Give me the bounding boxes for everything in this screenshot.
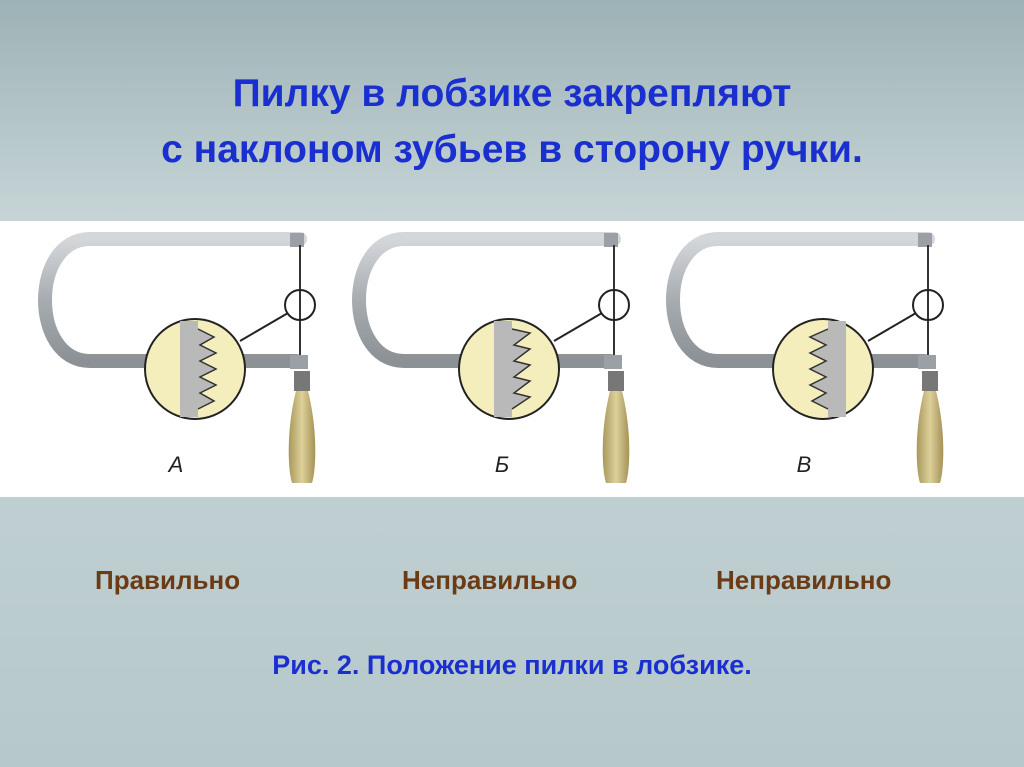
frame-clamp-bottom [604,355,622,369]
verdict-a: Правильно [95,565,241,595]
saw-handle [288,391,316,483]
verdict-b: Неправильно [402,565,578,595]
frame-clamp-top [290,233,304,247]
blade-closeup [494,321,512,417]
slide-title: Пилку в лобзике закрепляют с наклоном зу… [0,66,1024,178]
magnifier-pointer [239,312,289,342]
title-line-2: с наклоном зубьев в сторону ручки. [161,128,863,171]
fretsaw-v [666,232,944,483]
teeth-closeup [808,328,829,410]
magnifier-pointer [553,312,603,342]
saw-frame [352,232,621,368]
fretsaw-a [38,232,316,483]
figure-caption: Рис. 2. Положение пилки в лобзике. [272,650,752,680]
blade-closeup [180,321,198,417]
saw-handle [916,391,944,483]
fretsaw-b [352,232,630,483]
blade-marker-circle [284,289,316,321]
frame-clamp-bottom [918,355,936,369]
blade-marker-circle [598,289,630,321]
title-line-1: Пилку в лобзике закрепляют [232,72,792,115]
frame-clamp-top [918,233,932,247]
figure-letter-a: А [168,452,184,477]
verdict-v: Неправильно [716,565,892,595]
saw-frame [38,232,307,368]
blade-closeup [828,321,846,417]
teeth-closeup [197,328,218,410]
figure-letter-b: Б [494,452,510,477]
magnifier-pointer [867,312,917,342]
figure-panel [0,221,1024,497]
figure-letter-v: В [796,452,812,477]
handle-ferrule [294,371,310,391]
saw-frame [666,232,935,368]
blade-marker-circle [912,289,944,321]
handle-ferrule [922,371,938,391]
frame-clamp-bottom [290,355,308,369]
teeth-closeup [511,328,532,410]
fretsaw-illustration [38,232,944,483]
saw-handle [602,391,630,483]
handle-ferrule [608,371,624,391]
frame-clamp-top [604,233,618,247]
